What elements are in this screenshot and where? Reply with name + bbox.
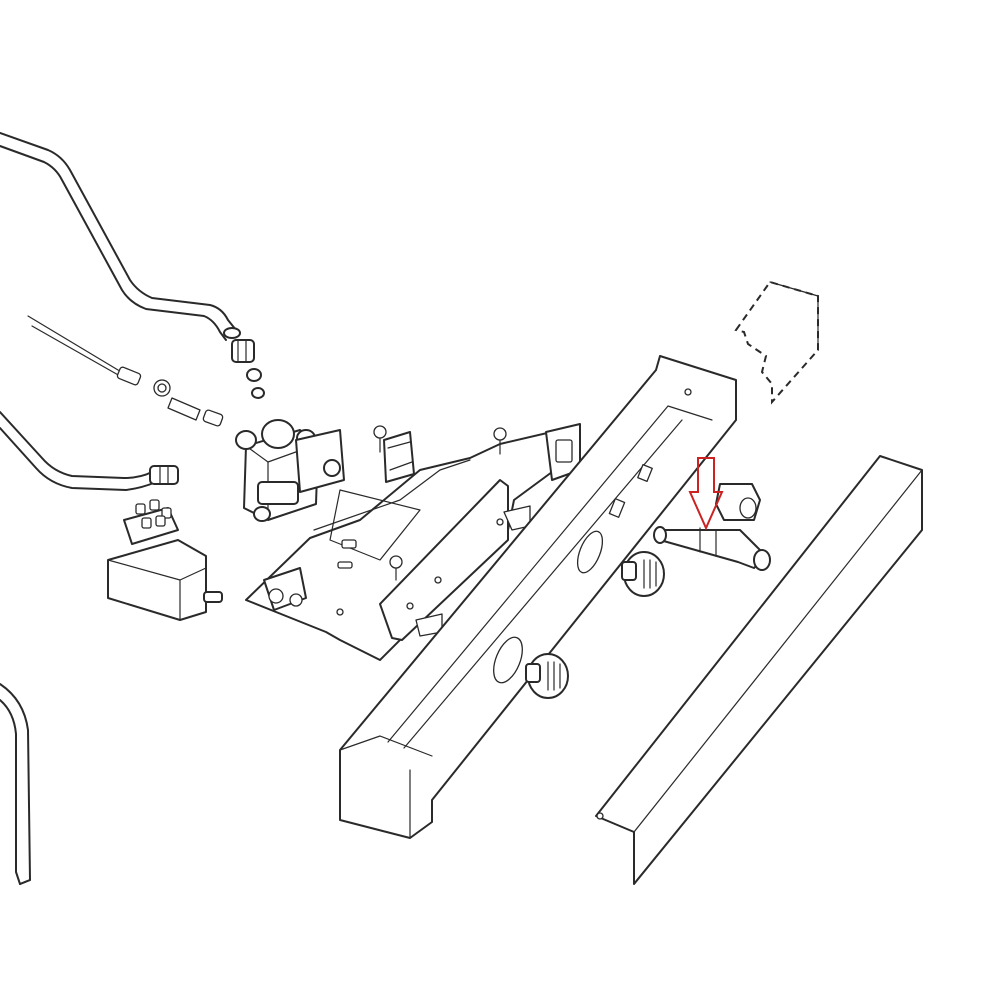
mounting-bracket: [245, 423, 581, 661]
down-arrow-icon: [688, 457, 724, 531]
gas-pipe-bottom: [0, 683, 31, 885]
spring-clip: [383, 431, 415, 483]
control-knob-upper: [621, 551, 665, 597]
solenoid-valve: [107, 499, 223, 621]
control-knob-lower: [525, 653, 569, 699]
gas-pipe-middle: [0, 411, 179, 491]
ignition-switch: [653, 526, 771, 571]
gas-pipe-top: [0, 132, 241, 341]
gas-valve: [235, 419, 345, 522]
control-panel-frame: [339, 355, 737, 839]
trim-strip: [595, 455, 923, 885]
ignition-connector: [715, 483, 761, 521]
pipe-nut-fittings: [231, 339, 265, 399]
cabinet-panel-dashed: [734, 280, 819, 405]
thermocouple-wire: [27, 315, 224, 427]
